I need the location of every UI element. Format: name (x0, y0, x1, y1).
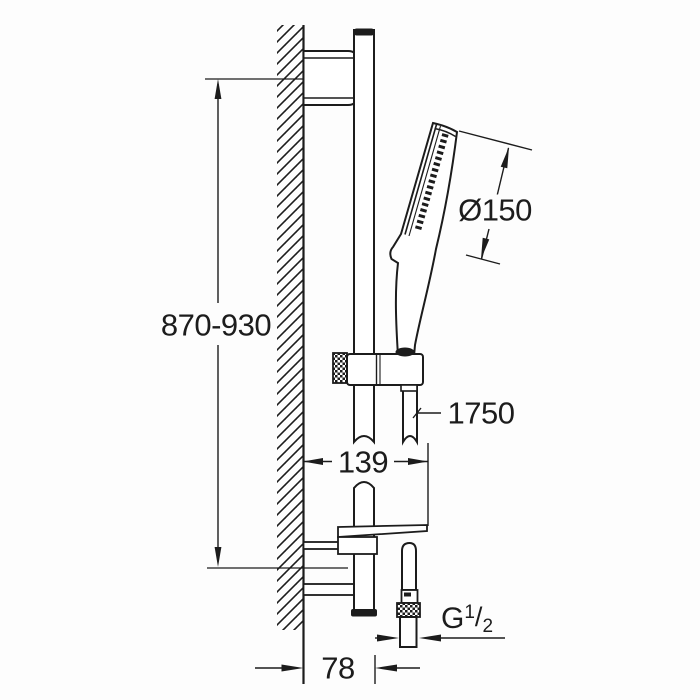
wall-hatch (277, 25, 304, 630)
shower-holder (332, 347, 424, 392)
hose-leader-tick (412, 407, 422, 419)
knurled-nut (396, 602, 421, 618)
shelf-wall-arm (302, 541, 340, 550)
dim-label-wall-offset: 78 (321, 650, 355, 686)
thread-numerator: 1 (464, 602, 475, 623)
arrow-head-bottom (481, 237, 490, 259)
thread-denominator: 2 (482, 616, 494, 637)
dim-label-thread-size: G1/2 (441, 602, 494, 637)
head-cap-line (434, 127, 456, 138)
dim-label-shelf-reach: 139 (334, 446, 392, 478)
dim-label-rail-height: 870-930 (160, 307, 272, 343)
face-plate-line (404, 124, 438, 235)
thread-tail (399, 616, 418, 648)
shower-rail-upper (353, 28, 375, 445)
dim-label-hose-length: 1750 (447, 395, 515, 431)
shelf-mount-block (337, 536, 378, 555)
spray-nozzle-strip (414, 133, 449, 231)
arrow-thread-right (419, 634, 441, 642)
bottom-wall-bracket (302, 583, 356, 596)
ext-line-head-bottom (465, 254, 501, 265)
thread-letter: G (441, 602, 465, 635)
extension-lines (205, 78, 348, 569)
arrow-head-top (500, 147, 509, 169)
wall-section (277, 25, 304, 630)
handle-end-in-cone (395, 347, 415, 357)
rail-top-cap (353, 28, 375, 36)
arrow-offset-left (281, 664, 304, 672)
hand-shower (389, 121, 459, 357)
arrow-offset-right (375, 664, 397, 672)
rail-end-cap (351, 609, 377, 617)
holder-body (346, 353, 424, 386)
holder-knurled-knob (332, 352, 348, 384)
arrow-rail-bottom (214, 547, 222, 567)
ext-line-head-top (458, 130, 533, 151)
dimension-arrows (214, 79, 509, 672)
dim-label-head-diameter: Ø150 (455, 194, 535, 226)
arrow-rail-top (214, 79, 222, 99)
shower-hose-lower (396, 541, 421, 648)
arrow-reach-right (408, 458, 428, 465)
thread-slash: / (474, 602, 483, 632)
connector-tick (404, 592, 411, 597)
top-wall-bracket (302, 50, 358, 106)
face-plate-line-2 (408, 125, 442, 237)
shelf-tray (337, 524, 428, 555)
shower-hose-upper (402, 385, 418, 446)
hand-shower-body (389, 121, 459, 357)
hose-collar (400, 384, 418, 392)
arrow-thread-left (377, 634, 399, 642)
arrow-reach-left (303, 458, 323, 465)
